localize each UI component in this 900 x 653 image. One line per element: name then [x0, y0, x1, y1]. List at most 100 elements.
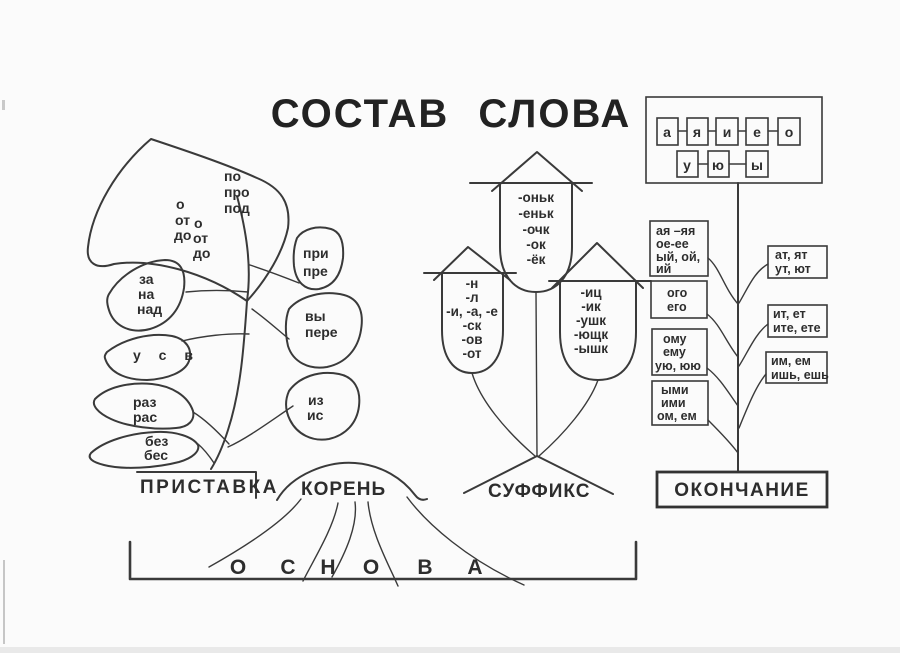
- ending-text: ат, ят: [775, 248, 808, 262]
- prefix-text: из: [308, 392, 324, 408]
- suffix-text: -ющк: [574, 327, 608, 342]
- prefix-text: о: [176, 196, 185, 212]
- ending-box: [767, 304, 828, 338]
- connector-line: [738, 373, 767, 429]
- vowel-letter: я: [693, 124, 701, 140]
- suffix-text: -н: [466, 276, 479, 291]
- suffix-text: -ик: [581, 299, 601, 314]
- suffix-tree-right-roof: [551, 242, 644, 289]
- prefix-text: ис: [307, 407, 324, 423]
- suffix-text: -оньк: [518, 190, 554, 205]
- vowel-letter: и: [723, 124, 732, 140]
- vowel-letter: ю: [712, 157, 724, 173]
- osnova-letter: О: [230, 556, 246, 579]
- prefix-text: при: [303, 245, 329, 261]
- osnova-letter: В: [417, 556, 432, 579]
- suffix-text: -ов: [461, 332, 482, 347]
- suffix-tree-left-roof: [433, 246, 511, 281]
- leaf-raz-outline: [92, 382, 195, 430]
- osnova-letter: Н: [320, 556, 335, 579]
- ending-text: ий: [656, 262, 671, 276]
- osnova-bracket: [128, 540, 638, 581]
- ending-box: [649, 220, 709, 277]
- ending-box: [765, 351, 828, 384]
- prefix-text: за: [139, 271, 154, 287]
- ending-text: ему: [663, 345, 686, 359]
- vowel-letter: а: [663, 124, 671, 140]
- connector-line: [706, 313, 739, 358]
- suffix-tree-left-trunk: [471, 372, 536, 457]
- root-section: КОРЕНЬ: [208, 461, 525, 587]
- suffix-label: СУФФИКС: [488, 481, 590, 502]
- ending-text: ом, ем: [657, 409, 697, 423]
- leaf-za-outline: [106, 259, 186, 332]
- suffix-text: -ск: [463, 318, 482, 333]
- scan-artifact-speck: [2, 100, 5, 110]
- ending-section: а я и е о у ю ы ая –яя ое-ее ый, ой, ий …: [645, 96, 829, 509]
- prefix-text: пере: [305, 324, 338, 340]
- vowel-letter: е: [753, 124, 761, 140]
- scan-artifact-bottom-band: [0, 647, 900, 653]
- ending-text: ишь, ешь: [771, 368, 829, 382]
- suffix-chevron: [463, 455, 614, 495]
- leaf-iz-outline: [285, 372, 361, 441]
- prefix-text: под: [224, 200, 250, 216]
- prefix-bracket: [136, 471, 257, 499]
- leaf-pri-outline: [292, 226, 345, 291]
- leaf-bez-outline: [88, 430, 200, 469]
- page-title: СОСТАВ СЛОВА: [271, 92, 632, 136]
- suffix-text: -от: [462, 346, 481, 361]
- vowel-row-2: у ю ы: [676, 150, 769, 178]
- suffix-text: -ок: [526, 237, 546, 252]
- prefix-text: бес: [144, 447, 168, 463]
- ending-text: ого: [667, 286, 688, 300]
- osnova-letter: С: [280, 556, 295, 579]
- ending-connectors: [706, 257, 769, 454]
- branch-vy: [251, 308, 290, 340]
- ending-text: им, ем: [771, 354, 811, 368]
- osnova-letter: О: [363, 556, 379, 579]
- vowel-row-1: а я и е о: [656, 117, 801, 146]
- vowel-letter: ы: [751, 157, 763, 173]
- ending-text: его: [667, 300, 687, 314]
- root-strand: [331, 501, 357, 578]
- osnova-letter: А: [467, 556, 482, 579]
- suffix-tree-center-roof: [491, 151, 583, 192]
- prefix-text: вы: [305, 308, 326, 324]
- suffix-section: СУФФИКС -н -л -и, -а, -е -ск -ов -от -он…: [423, 151, 652, 502]
- suffix-text: -иц: [580, 285, 602, 300]
- leaf-usv-outline: [103, 333, 191, 381]
- plant-stalk: [210, 195, 250, 470]
- connector-line: [707, 419, 739, 454]
- branch-usv: [181, 333, 250, 342]
- prefix-text: без: [145, 433, 168, 449]
- prefix-text: над: [137, 301, 162, 317]
- ending-text: ут, ют: [775, 262, 811, 276]
- branch-iz: [227, 405, 294, 448]
- ending-label: ОКОНЧАНИЕ: [674, 480, 810, 501]
- ending-text: ое-ее: [656, 237, 689, 251]
- connector-line: [706, 367, 739, 407]
- ending-left-boxes: ая –яя ое-ее ый, ой, ий ого его ому ему …: [649, 220, 709, 426]
- prefix-text: от: [193, 230, 208, 246]
- ending-text: ите, ете: [773, 321, 821, 335]
- suffix-text: -ёк: [527, 252, 546, 267]
- vowel-panel: [645, 96, 823, 184]
- ending-text: ыми: [661, 383, 689, 397]
- ending-right-boxes: ат, ят ут, ют ит, ет ите, ете им, ем ишь…: [765, 245, 829, 384]
- prefix-text: по: [224, 168, 241, 184]
- prefix-text: от: [175, 212, 190, 228]
- ending-box: [651, 380, 709, 426]
- prefix-text: про: [224, 184, 250, 200]
- big-leaf-outline: [86, 138, 290, 302]
- scan-artifacts: [0, 100, 900, 653]
- ending-box: [651, 328, 708, 376]
- vowel-letter: о: [785, 124, 794, 140]
- vowel-letter: у: [683, 157, 691, 173]
- prefix-text: на: [138, 286, 154, 302]
- suffix-tree-center-trunk: [535, 291, 538, 457]
- connector-line: [707, 257, 739, 305]
- osnova-section: О С Н О В А: [128, 540, 638, 581]
